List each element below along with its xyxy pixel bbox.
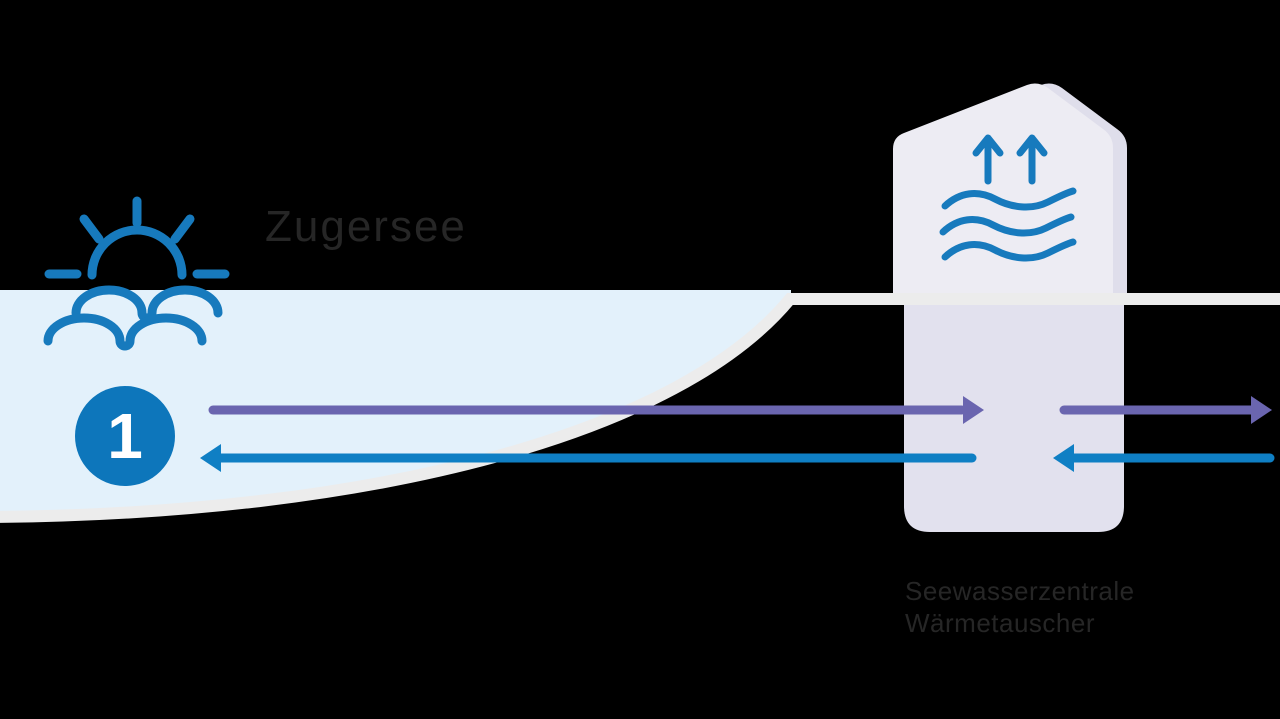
supply-arrowhead-right-edge bbox=[1251, 396, 1272, 424]
step-badge: 1 bbox=[75, 386, 175, 486]
station-below-water bbox=[904, 305, 1124, 532]
station-wave-3 bbox=[941, 238, 1077, 262]
sun-arc bbox=[87, 225, 187, 280]
up-arrow-1-head bbox=[972, 134, 1004, 157]
return-flow-arrows bbox=[200, 444, 1275, 472]
warm-water-waves-icon bbox=[939, 187, 1077, 262]
sun-ray-right bbox=[170, 214, 195, 244]
station-wave-1 bbox=[941, 187, 1077, 211]
station-label-line1: Seewasserzentrale bbox=[905, 576, 1135, 606]
shoreline-ground-line bbox=[0, 293, 1280, 523]
return-arrowhead-into-lake bbox=[200, 444, 221, 472]
step-badge-number: 1 bbox=[107, 400, 143, 472]
station-label-line2: Wärmetauscher bbox=[905, 608, 1095, 638]
supply-arrowhead-into-station bbox=[963, 396, 984, 424]
lake-water-shape bbox=[0, 290, 791, 517]
supply-flow-arrows bbox=[208, 396, 1272, 424]
lake-surface-wave-2 bbox=[43, 313, 207, 351]
up-arrow-2-head bbox=[1016, 134, 1048, 157]
heat-release-icon bbox=[972, 134, 1048, 185]
station-label: Seewasserzentrale Wärmetauscher bbox=[905, 576, 1135, 638]
station-wave-2 bbox=[939, 213, 1075, 237]
step-badge-circle bbox=[75, 386, 175, 486]
sun-ray-left bbox=[79, 214, 104, 244]
sun-over-water-icon bbox=[43, 196, 230, 351]
lake-title: Zugersee bbox=[265, 202, 467, 251]
return-arrowhead-into-station bbox=[1053, 444, 1074, 472]
